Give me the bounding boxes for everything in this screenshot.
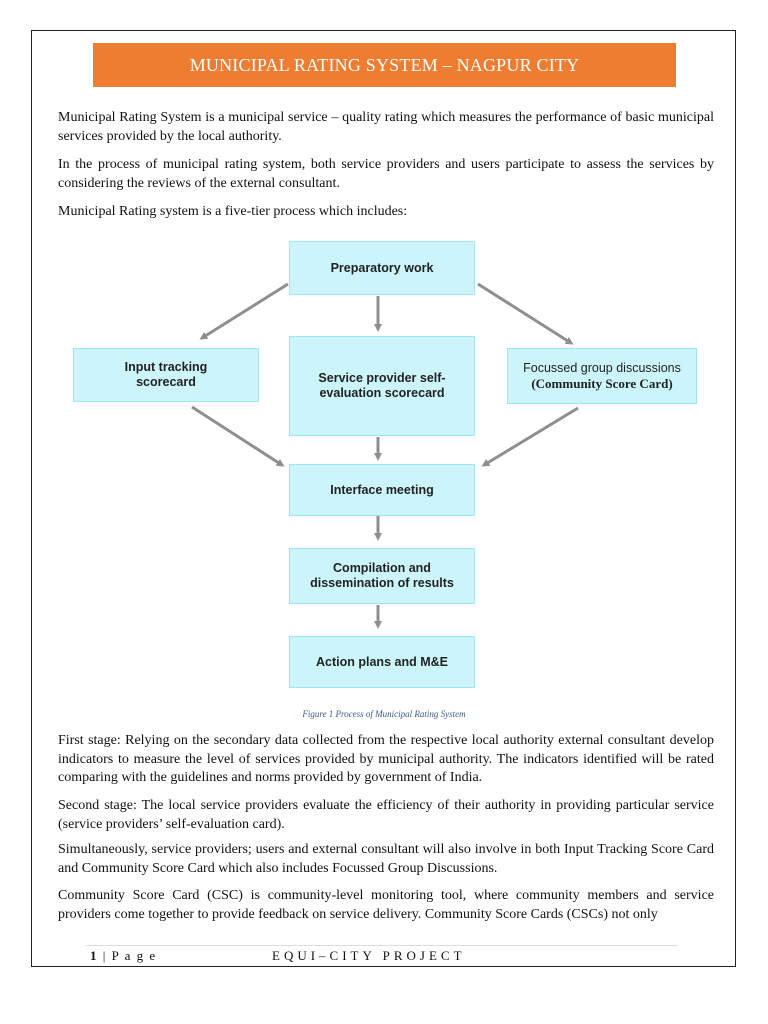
arrow-prep-to-input (199, 282, 289, 340)
interface-meeting-box: Interface meeting (289, 464, 475, 516)
self-evaluation-box: Service provider self-evaluation scoreca… (289, 336, 475, 436)
process-diagram: Preparatory work Input tracking scorecar… (60, 232, 710, 702)
self-evaluation-label: Service provider self-evaluation scoreca… (318, 371, 446, 400)
arrow-prep-to-fgd (477, 282, 574, 345)
community-score-card-label: (Community Score Card) (531, 376, 673, 391)
interface-meeting-label: Interface meeting (330, 482, 434, 497)
diagram-arrows (191, 282, 579, 629)
intro-paragraph-1: Municipal Rating System is a municipal s… (58, 110, 714, 144)
page-border (31, 30, 736, 967)
input-tracking-box: Input tracking scorecard (73, 348, 259, 402)
footer-project-name: EQUI–CITY PROJECT (272, 948, 466, 963)
input-tracking-label: Input tracking scorecard (124, 360, 208, 389)
arrow-fgd-to-interface (481, 406, 579, 467)
focus-group-box: Focussed group discussions (Community Sc… (507, 348, 697, 404)
footer-rule (86, 945, 678, 946)
simultaneous-paragraph: Simultaneously, service providers; users… (58, 842, 714, 876)
action-plans-label: Action plans and M&E (316, 654, 448, 669)
preparatory-work-label: Preparatory work (330, 260, 434, 275)
intro-paragraph-2: In the process of municipal rating syste… (58, 157, 714, 191)
intro-paragraph-3: Municipal Rating system is a five-tier p… (58, 204, 408, 219)
page-label: | P a g e (98, 948, 157, 963)
page-title: MUNICIPAL RATING SYSTEM – NAGPUR CITY (189, 54, 580, 75)
action-plans-box: Action plans and M&E (289, 636, 475, 688)
compilation-box: Compilation and dissemination of results (289, 548, 475, 604)
csc-paragraph: Community Score Card (CSC) is community-… (58, 888, 714, 922)
footer-page-indicator: 1 | P a g e (90, 948, 157, 964)
page-title-banner: MUNICIPAL RATING SYSTEM – NAGPUR CITY (93, 43, 676, 87)
arrow-input-to-interface (191, 405, 285, 467)
page-number: 1 (90, 948, 98, 963)
figure-caption: Figure 1 Process of Municipal Rating Sys… (302, 709, 466, 719)
stage-1-paragraph: First stage: Relying on the secondary da… (58, 733, 714, 785)
focus-group-label: Focussed group discussions (523, 361, 681, 375)
compilation-label: Compilation and dissemination of results (310, 561, 454, 590)
stage-2-paragraph: Second stage: The local service provider… (58, 798, 714, 832)
preparatory-work-box: Preparatory work (289, 241, 475, 295)
